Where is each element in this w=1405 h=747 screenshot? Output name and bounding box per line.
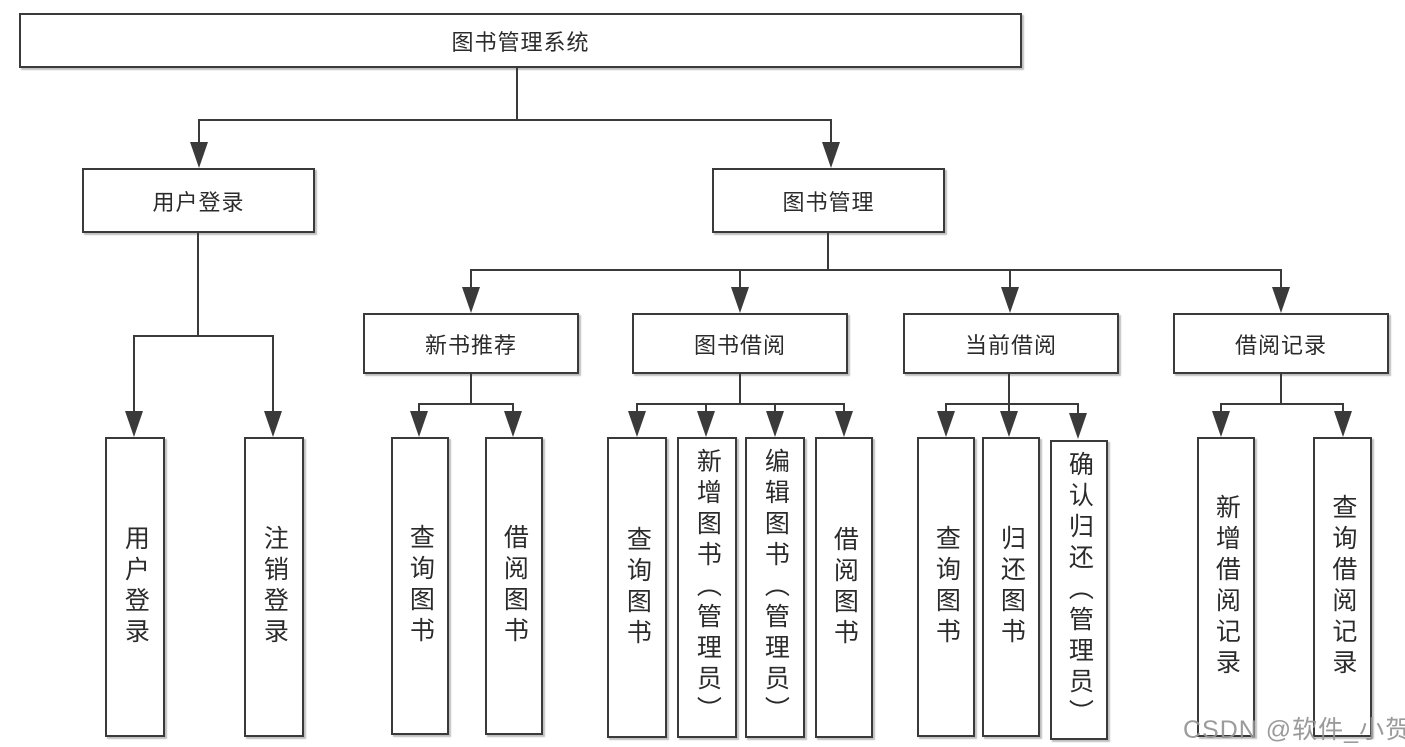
connector-drop-borrow-records	[1280, 269, 1282, 289]
leaf-bb-borrow-books-label: 借阅图书	[830, 525, 859, 650]
leaf-br-query-record: 查询借阅记录	[1313, 437, 1372, 737]
node-current-borrow: 当前借阅	[903, 313, 1119, 374]
connector-drop-leaf-logout	[272, 335, 274, 412]
connector-drop-user-login	[198, 119, 200, 145]
connector-drop-cb-confirm	[1077, 403, 1079, 413]
leaf-br-query-record-label: 查询借阅记录	[1328, 494, 1357, 680]
connector-current-borrow-bar	[945, 403, 1079, 405]
arrowhead-cb-return	[1000, 411, 1018, 437]
connector-book-management-stem	[827, 233, 829, 270]
connector-new-book-stem	[470, 374, 472, 405]
leaf-nb-borrow-books: 借阅图书	[485, 437, 543, 735]
arrowhead-leaf-user-login	[125, 411, 143, 437]
arrowhead-current-borrow	[1001, 287, 1019, 313]
node-user-login: 用户登录	[82, 168, 315, 233]
leaf-cb-query-books-label: 查询图书	[932, 525, 961, 649]
leaf-br-add-record: 新增借阅记录	[1197, 437, 1255, 737]
connector-drop-new-book	[470, 269, 472, 289]
leaf-bb-query-books-label: 查询图书	[623, 525, 652, 650]
arrowhead-borrow-records	[1272, 287, 1290, 313]
arrowhead-cb-query	[937, 411, 955, 437]
leaf-bb-query-books: 查询图书	[607, 437, 667, 738]
connector-drop-cb-return	[1008, 403, 1010, 413]
connector-drop-nb-borrow	[512, 403, 514, 413]
connector-drop-bb-add	[705, 403, 707, 413]
arrowhead-br-add	[1212, 411, 1230, 437]
connector-drop-nb-query	[418, 403, 420, 413]
arrowhead-br-query	[1334, 411, 1352, 437]
connector-level2-bar	[199, 119, 832, 121]
connector-drop-book-borrow	[739, 269, 741, 289]
leaf-user-login-label: 用户登录	[121, 525, 150, 649]
connector-drop-bb-borrow	[843, 403, 845, 413]
connector-borrow-records-stem	[1280, 374, 1282, 405]
connector-drop-br-query	[1342, 403, 1344, 413]
leaf-cb-return-books: 归还图书	[982, 437, 1040, 737]
node-new-book-recommend: 新书推荐	[363, 313, 579, 374]
arrowhead-book-management	[822, 142, 840, 168]
connector-drop-bb-query	[636, 403, 638, 413]
leaf-logout-label: 注销登录	[260, 525, 289, 649]
arrowhead-nb-borrow	[504, 411, 522, 437]
connector-drop-book-management	[830, 119, 832, 145]
node-library-management-system: 图书管理系统	[19, 13, 1022, 68]
connector-book-borrow-stem	[739, 374, 741, 405]
connector-drop-cb-query	[945, 403, 947, 413]
arrowhead-user-login	[190, 142, 208, 168]
connector-level3-bar	[470, 269, 1282, 271]
leaf-cb-confirm-return-admin: 确认归还（管理员）	[1050, 440, 1108, 740]
connector-drop-leaf-user-login	[133, 335, 135, 412]
arrowhead-bb-add	[697, 411, 715, 437]
arrowhead-bb-query	[628, 411, 646, 437]
connector-drop-bb-edit	[774, 403, 776, 413]
leaf-cb-return-books-label: 归还图书	[997, 525, 1026, 649]
leaf-bb-add-book-admin-label: 新增图书（管理员）	[693, 448, 722, 727]
leaf-bb-edit-book-admin-label: 编辑图书（管理员）	[761, 448, 790, 727]
leaf-bb-borrow-books: 借阅图书	[815, 437, 873, 738]
leaf-logout: 注销登录	[244, 437, 304, 737]
arrowhead-book-borrow	[731, 287, 749, 313]
connector-drop-current-borrow	[1009, 269, 1011, 289]
arrowhead-cb-confirm	[1069, 413, 1087, 439]
arrowhead-leaf-logout	[264, 411, 282, 437]
leaf-nb-query-books: 查询图书	[391, 437, 449, 735]
arrowhead-new-book	[462, 287, 480, 313]
connector-new-book-bar	[418, 403, 514, 405]
connector-user-login-bar	[133, 335, 274, 337]
csdn-watermark: CSDN @软件_小贺同学	[1183, 716, 1405, 744]
node-book-borrow: 图书借阅	[632, 313, 848, 374]
node-book-management: 图书管理	[712, 168, 945, 233]
leaf-cb-query-books: 查询图书	[917, 437, 975, 737]
leaf-nb-query-books-label: 查询图书	[406, 524, 435, 648]
connector-book-borrow-bar	[636, 403, 845, 405]
leaf-bb-edit-book-admin: 编辑图书（管理员）	[745, 437, 805, 738]
connector-current-borrow-stem	[1008, 374, 1010, 405]
arrowhead-nb-query	[410, 411, 428, 437]
connector-root-stem	[516, 68, 518, 121]
connector-borrow-records-bar	[1220, 403, 1344, 405]
arrowhead-bb-borrow	[835, 411, 853, 437]
leaf-bb-add-book-admin: 新增图书（管理员）	[677, 437, 737, 738]
leaf-nb-borrow-books-label: 借阅图书	[500, 524, 529, 648]
node-borrow-records: 借阅记录	[1173, 313, 1389, 374]
leaf-user-login: 用户登录	[105, 437, 165, 737]
leaf-br-add-record-label: 新增借阅记录	[1212, 494, 1241, 680]
arrowhead-bb-edit	[766, 411, 784, 437]
connector-user-login-stem	[197, 233, 199, 337]
leaf-cb-confirm-return-admin-label: 确认归还（管理员）	[1065, 450, 1094, 730]
connector-drop-br-add	[1220, 403, 1222, 413]
